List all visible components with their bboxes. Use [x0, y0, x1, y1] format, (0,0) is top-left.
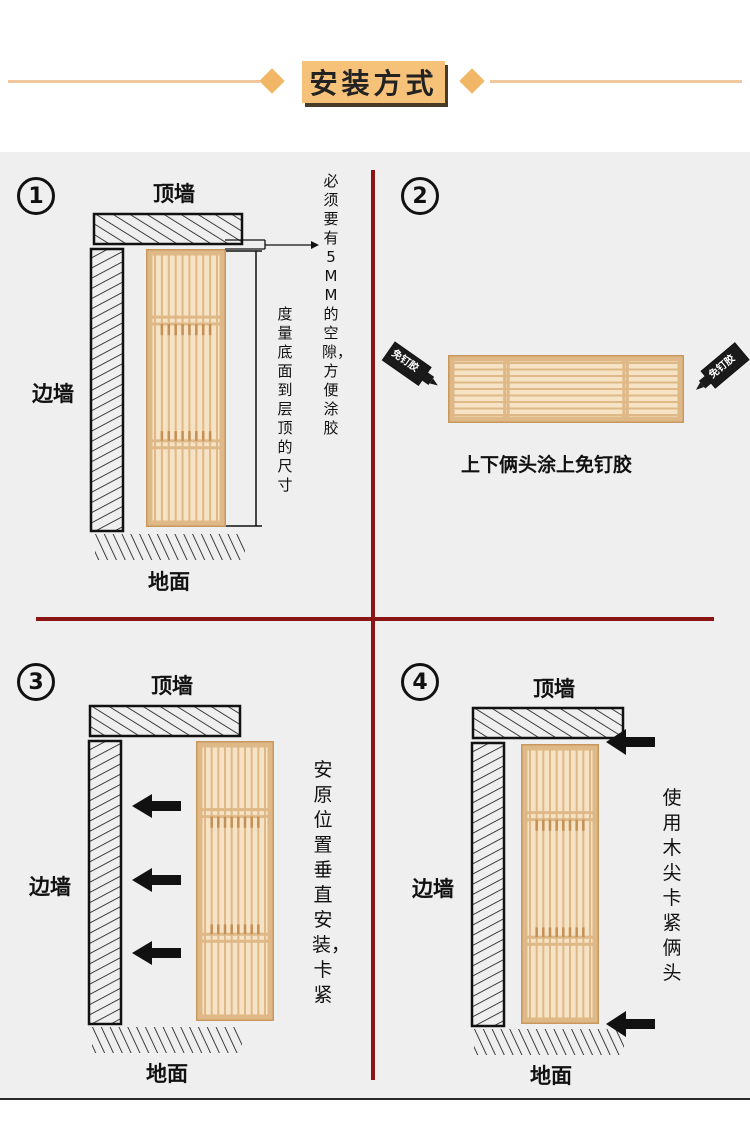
step-4-number: 4	[401, 663, 439, 701]
step-4-wedge-arrow-bottom	[606, 1011, 655, 1037]
step-2-number: 2	[401, 177, 439, 215]
step-4-side-wall	[470, 741, 506, 1028]
step-1-floor-hatch	[95, 534, 245, 560]
step-3-number: 3	[17, 663, 55, 701]
step-1-floor-label: 地面	[148, 570, 190, 594]
step-3-floor-label: 地面	[146, 1062, 188, 1086]
step-4-side-wall-label: 边墙	[412, 877, 454, 901]
step-1-measure-note: 度量底面到层顶的尺寸	[277, 305, 293, 494]
step-1-gap-note: 必须要有5MM的空隙，方便涂胶	[322, 172, 353, 437]
page-title: 安装方式	[302, 61, 445, 103]
step-1-top-wall-label: 顶墙	[153, 182, 195, 206]
vertical-divider	[371, 170, 375, 1080]
step-4-top-wall	[471, 706, 625, 740]
step-4-wedge-arrow-top	[606, 729, 655, 755]
step-1-number: 1	[17, 177, 55, 215]
header-line-left	[8, 80, 260, 83]
step-3-note: 安原位置垂直安装，卡紧	[312, 759, 351, 1006]
step-2-caption: 上下俩头涂上免钉胶	[461, 454, 633, 476]
instruction-panel	[0, 152, 750, 1100]
step-4-screen-panel	[521, 744, 599, 1024]
step-3-push-arrow-middle	[132, 868, 181, 892]
step-3-top-wall	[88, 704, 242, 738]
step-1-measure-line	[226, 250, 262, 527]
step-4-floor-label: 地面	[530, 1064, 572, 1088]
step-4-floor-hatch	[474, 1029, 624, 1055]
header-diamond-left	[259, 68, 285, 94]
step-4-note: 使用木尖卡紧俩头	[662, 787, 682, 984]
step-2-glue-tube-left	[381, 341, 438, 387]
step-1-side-wall	[89, 247, 125, 533]
step-1-gap-arrow	[225, 239, 319, 250]
horizontal-divider	[36, 617, 714, 621]
step-3-push-arrow-top	[132, 794, 181, 818]
step-2-screen-horizontal	[448, 355, 684, 423]
header-line-right	[490, 80, 742, 83]
step-2-glue-tube-right	[695, 342, 750, 390]
header-diamond-right	[459, 68, 485, 94]
step-3-screen-panel	[196, 741, 274, 1021]
step-1-screen-panel	[146, 249, 226, 527]
step-3-push-arrow-bottom	[132, 941, 181, 965]
step-3-side-wall	[87, 739, 123, 1026]
step-1-top-wall	[92, 212, 244, 246]
step-1-side-wall-label: 边墙	[32, 382, 74, 406]
step-3-floor-hatch	[92, 1027, 242, 1053]
step-3-top-wall-label: 顶墙	[151, 674, 193, 698]
step-4-top-wall-label: 顶墙	[533, 677, 575, 701]
step-3-side-wall-label: 边墙	[29, 875, 71, 899]
